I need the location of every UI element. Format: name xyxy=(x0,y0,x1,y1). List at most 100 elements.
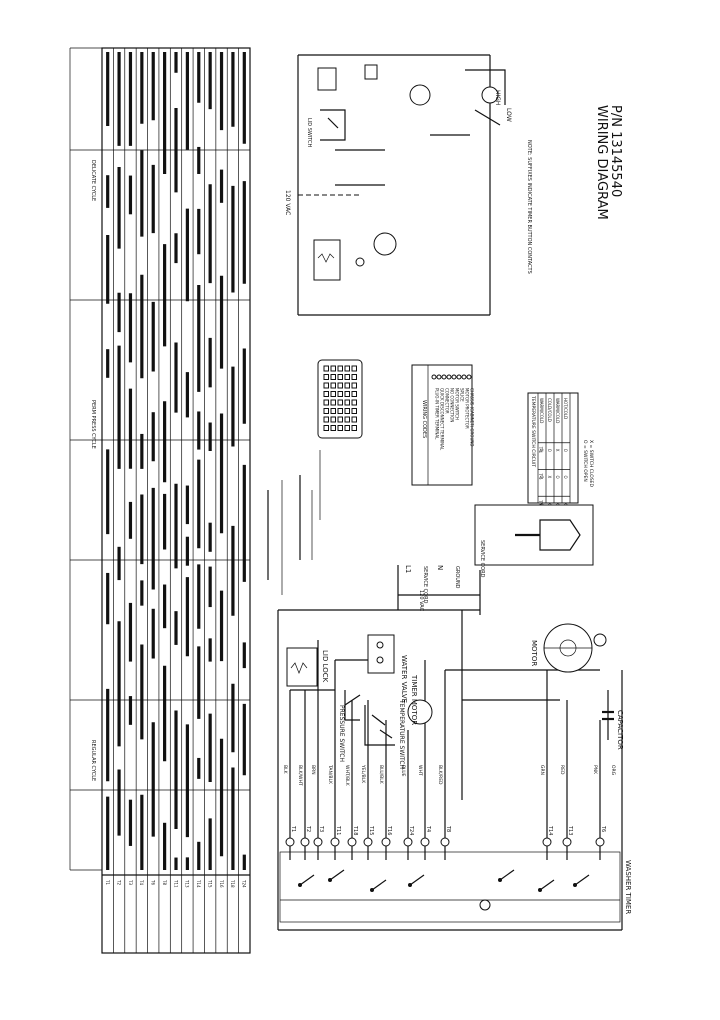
temp-table-cell: X xyxy=(555,502,560,505)
temperature-switch-table: T-4T-5T-6WARM/COLDXOXCOLD/COLDOXXWARM/CO… xyxy=(527,392,594,507)
terminal-label: T4 xyxy=(425,825,431,832)
timer-chart-row-label: T1 xyxy=(105,879,110,885)
plug-pin xyxy=(344,408,350,414)
temp-table-header: T-5 xyxy=(538,473,543,481)
wire-color-label: BRN xyxy=(310,765,316,775)
plug-pin xyxy=(330,374,336,380)
wire-color-label: GRN xyxy=(539,765,545,775)
temp-table-cell: X xyxy=(563,502,568,505)
code-symbol xyxy=(436,374,442,380)
code-symbol xyxy=(461,374,467,380)
timer-chart-row-label: T16 xyxy=(219,879,224,888)
timer-chart-row-label: T6 xyxy=(151,879,156,885)
code-symbol xyxy=(466,374,472,380)
timer-terminal xyxy=(330,837,340,847)
schematic-voltage-label: 120 VAC xyxy=(284,190,291,215)
low-label: LOW xyxy=(505,108,512,122)
note-text: NOTE: SUFFIXES INDICATE TIMER BUTTON CON… xyxy=(526,140,532,274)
plug-pin xyxy=(337,425,343,431)
plug-pin xyxy=(323,399,329,406)
plug-pin xyxy=(344,391,350,397)
plug-pin xyxy=(344,365,350,372)
terminal-label: T14 xyxy=(547,825,553,835)
plug-pin xyxy=(351,382,357,389)
lid-switch-label: LID SWITCH xyxy=(306,118,312,148)
code-symbol xyxy=(451,374,457,380)
timer-chart-row-label: T15 xyxy=(207,879,212,888)
wire-color-label: WHT xyxy=(417,765,423,776)
timer-terminal xyxy=(403,837,413,847)
timer-motor-label: TIMER MOTOR xyxy=(410,674,418,725)
terminal-label: T16 xyxy=(386,825,392,835)
wiring-code-item: MOTOR PROTECTOR xyxy=(465,388,470,429)
temp-table-header: T-6 xyxy=(538,499,543,507)
timer-chart-row-label: T18 xyxy=(230,879,235,888)
timer-contact-point xyxy=(370,888,374,892)
wiring-code-item: SPLICE xyxy=(460,388,465,402)
timer-terminal xyxy=(381,837,391,847)
timer-chart-row-label: T24 xyxy=(242,879,247,888)
timer-switch-contact xyxy=(329,869,345,881)
timer-chart-row-label: T3 xyxy=(128,879,133,885)
temp-table-legend: O = SWITCH OPEN xyxy=(582,440,588,482)
plug-pin xyxy=(351,416,357,423)
plug-pin xyxy=(344,382,350,389)
plug-pin xyxy=(337,374,343,380)
pressure-switch-label: PRESSURE SWITCH xyxy=(338,705,345,762)
timer-switch-contact xyxy=(499,869,515,881)
timer-terminal xyxy=(440,837,450,847)
temp-table-setting: WARM/COLD xyxy=(555,398,560,423)
plug-pin xyxy=(351,425,357,431)
plug-pin xyxy=(323,408,329,414)
plug-pin xyxy=(344,425,350,431)
wiring-code-item: QUICK DISCONNECT TERMINAL xyxy=(440,388,445,451)
plug-pin xyxy=(337,408,343,414)
temp-table-cell: O xyxy=(547,449,552,452)
plug-pin xyxy=(337,416,343,423)
part-number: P/N 13145540 xyxy=(608,105,623,197)
plug-pin xyxy=(330,391,336,397)
timer-terminal xyxy=(595,837,605,847)
supply-voltage-label: 120 VAC xyxy=(418,590,424,612)
terminal-label: T8 xyxy=(445,825,451,832)
plug-pin xyxy=(351,391,357,397)
plug-pin xyxy=(351,365,357,372)
timer-terminal xyxy=(300,837,310,847)
timer-terminal xyxy=(542,837,552,847)
temp-table-cell: X xyxy=(539,502,544,505)
temp-table-header: T-4 xyxy=(538,446,543,454)
ground-label: GROUND xyxy=(454,566,460,589)
plug-pin xyxy=(330,425,336,431)
timer-contact-point xyxy=(328,878,332,882)
supply-neutral-label: N xyxy=(436,565,444,570)
terminal-label: T3 xyxy=(318,825,324,832)
wire-color-label: BLK/RED xyxy=(437,765,443,785)
timer-motor-contact xyxy=(479,899,491,911)
diagram-title-block: WIRING DIAGRAM P/N 13145540 xyxy=(594,105,623,220)
timer-dimension-markers xyxy=(267,450,321,595)
timer-contact-point xyxy=(408,883,412,887)
temp-table-cell: O xyxy=(563,476,568,479)
timer-switch-contact xyxy=(574,874,590,886)
timer-chart-row-label: T14 xyxy=(196,879,201,888)
temp-table-cell: O xyxy=(539,476,544,479)
plug-pin xyxy=(330,399,336,406)
temp-table-cell: X xyxy=(539,449,544,452)
temperature-switch-label: TEMPERATURE SWITCH xyxy=(398,699,405,769)
terminal-label: T15 xyxy=(368,825,374,835)
terminal-label: T1 xyxy=(290,825,296,832)
lid-switch-schematic: LID SWITCH HIGH LOW 120 VAC NOTE: SUFFIX… xyxy=(284,54,532,316)
wiring-code-item: PLUG-IN TIMER TERMINAL xyxy=(435,388,440,440)
plug-pin xyxy=(351,408,357,414)
timer-switch-contact xyxy=(409,874,425,886)
chart-header-regular: REGULAR CYCLE xyxy=(90,740,96,781)
timer-motor-symbol xyxy=(407,699,433,725)
timer-contact-point xyxy=(538,888,542,892)
wire-color-label: BLUE xyxy=(400,765,406,777)
timer-switch-contact xyxy=(539,879,555,891)
code-symbol xyxy=(446,374,452,380)
wire-color-label: RED xyxy=(559,765,565,775)
plug-pin xyxy=(323,416,329,423)
